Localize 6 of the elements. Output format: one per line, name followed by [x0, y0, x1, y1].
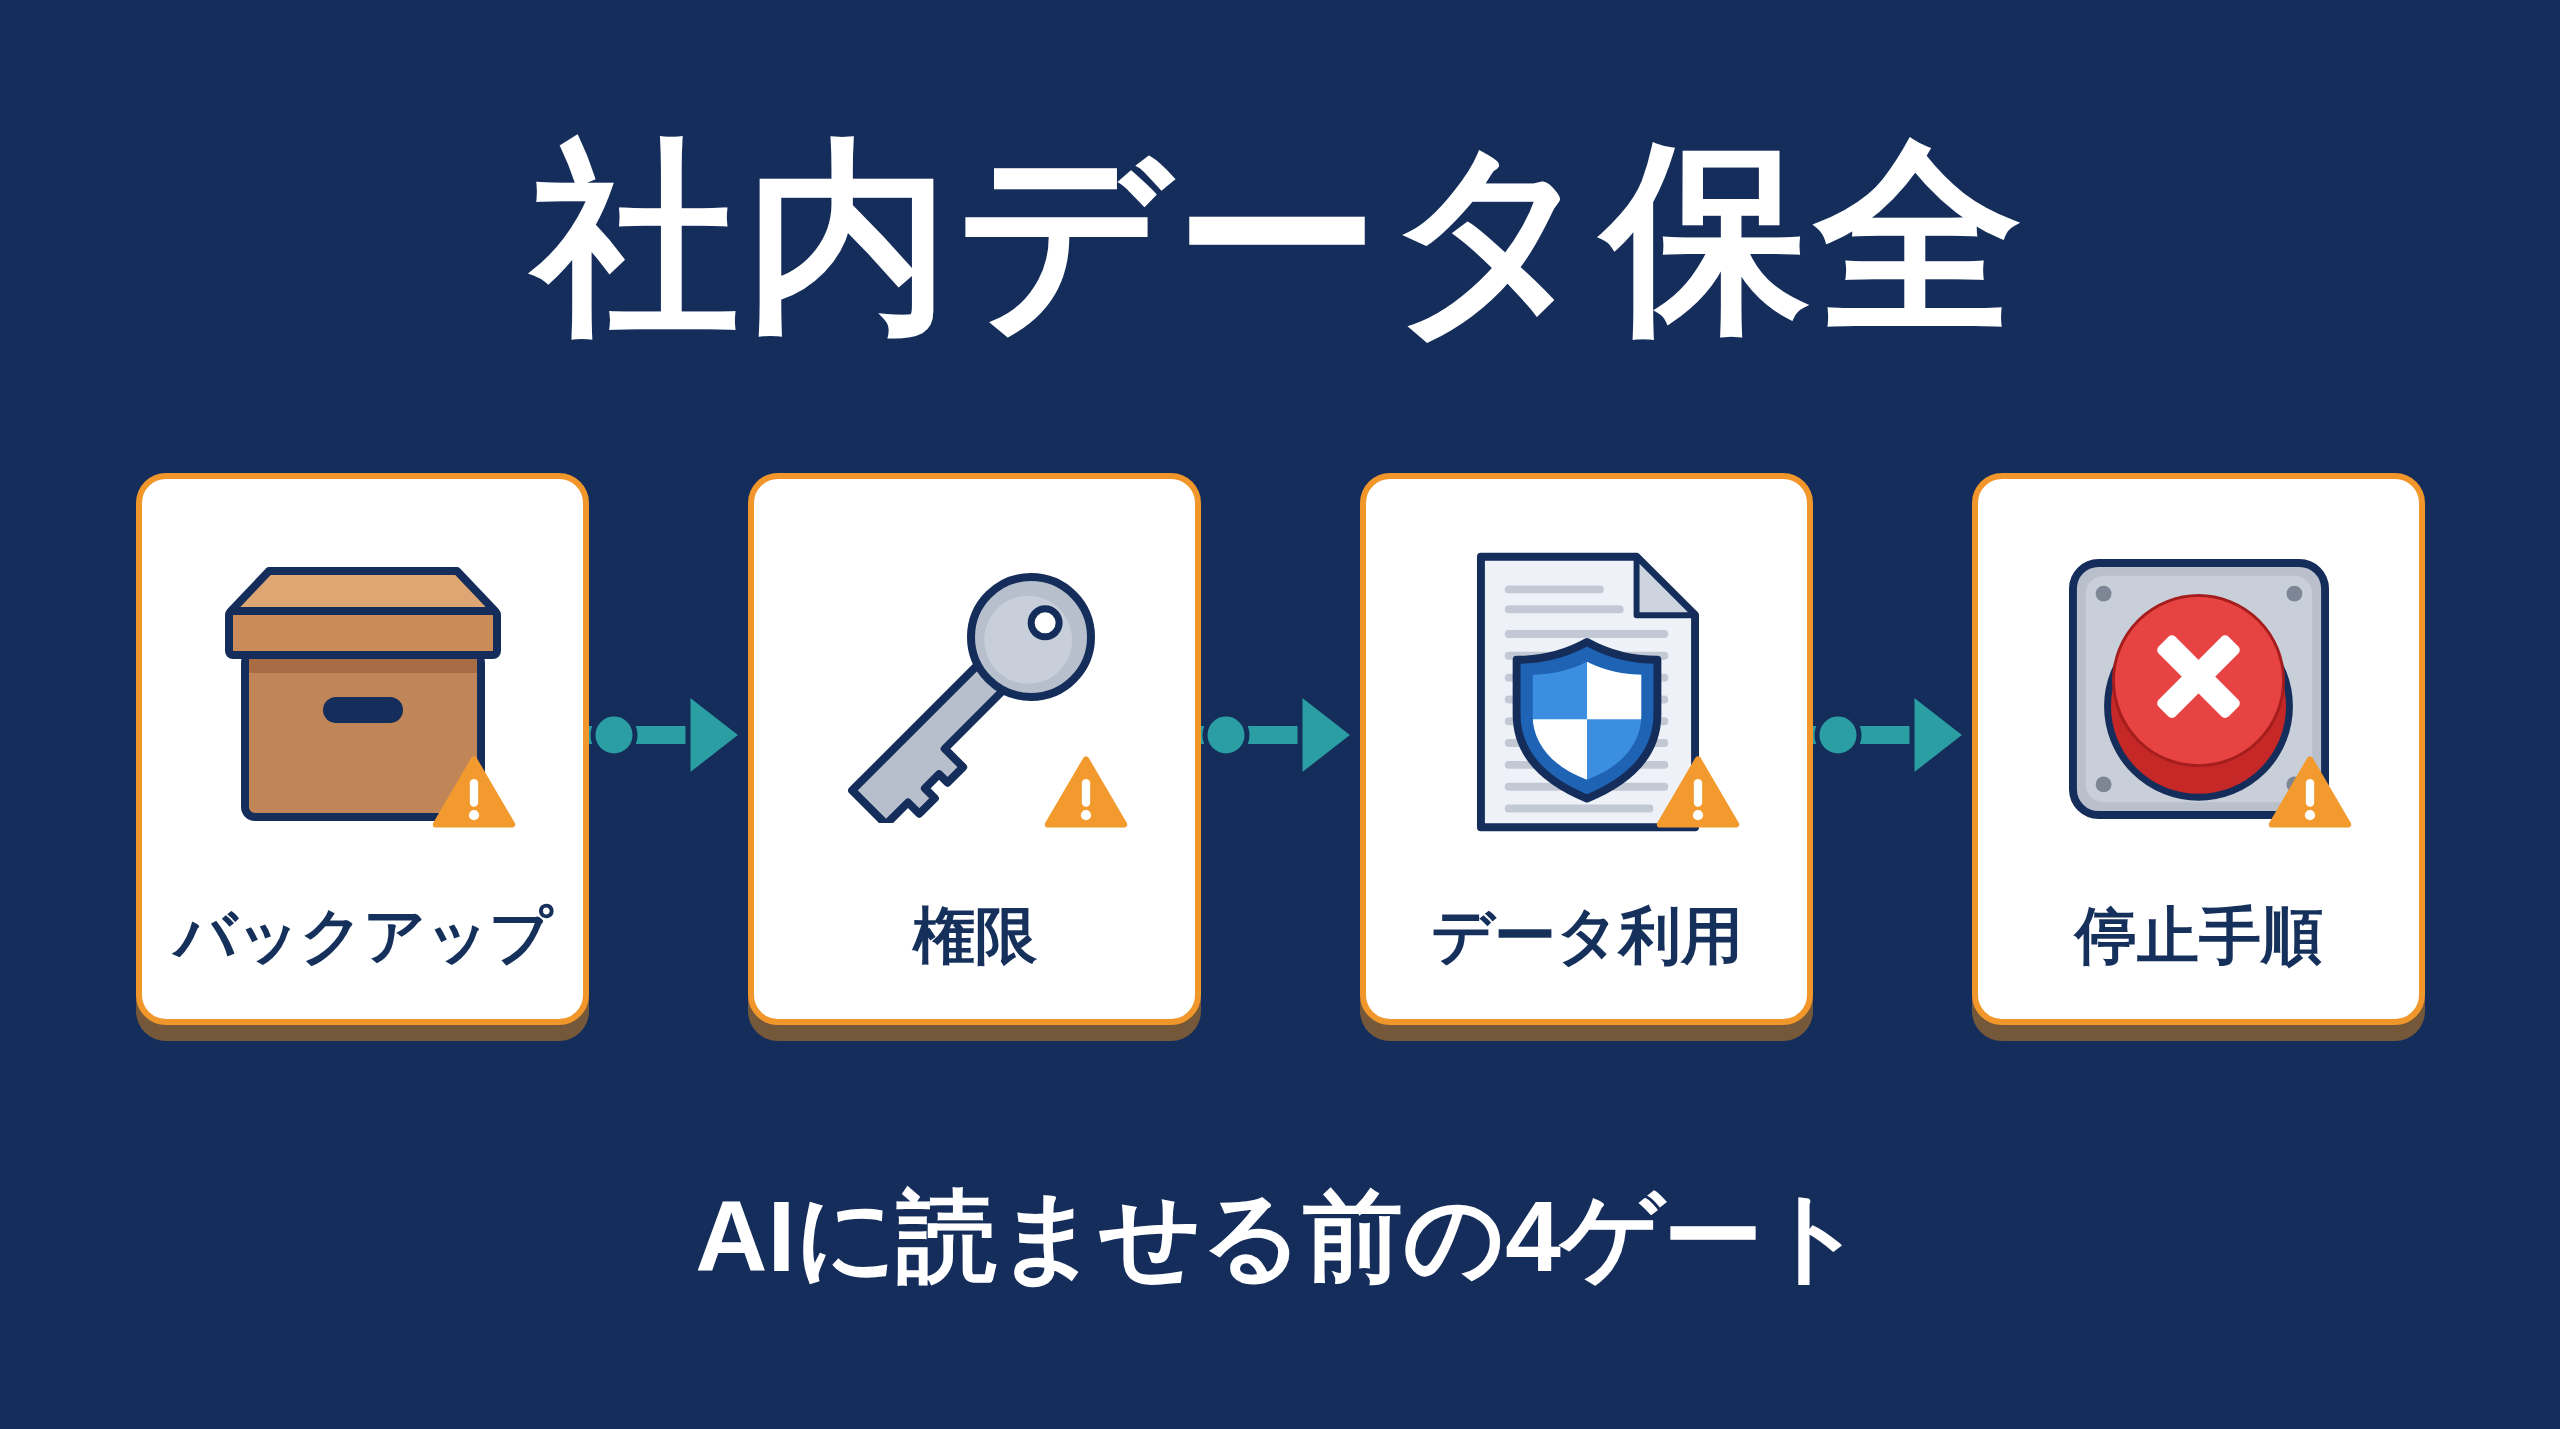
step-label: 権限: [912, 900, 1037, 972]
step-label: バックアップ: [173, 900, 552, 972]
subtitle: AIに読ませる前の4ゲート: [695, 1179, 1865, 1294]
title: 社内データ保全: [509, 104, 2051, 372]
step-label: 停止手順: [2074, 900, 2323, 972]
step-label: データ利用: [1430, 900, 1743, 972]
